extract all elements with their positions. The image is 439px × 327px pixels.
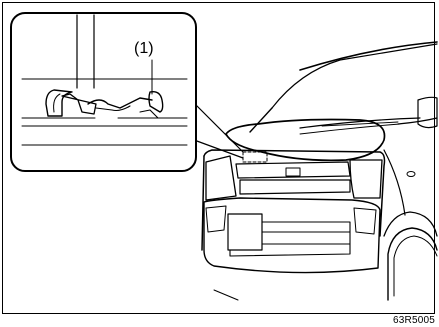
latch-location-marker xyxy=(243,152,267,162)
car-front-view xyxy=(202,42,437,300)
callout-label-1: (1) xyxy=(134,40,154,58)
magnified-detail-view xyxy=(11,13,196,171)
figure-code: 63R5005 xyxy=(393,315,435,327)
